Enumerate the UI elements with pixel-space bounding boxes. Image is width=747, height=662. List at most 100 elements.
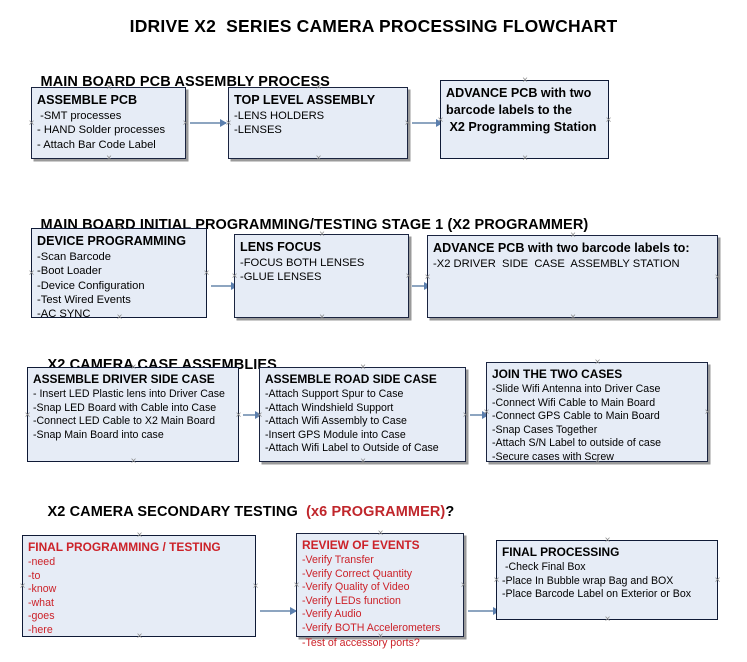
- connector-handle-left[interactable]: [255, 411, 264, 420]
- node-assemble-road-side-case[interactable]: ASSEMBLE ROAD SIDE CASE -Attach Support …: [259, 367, 466, 462]
- node-line: -Verify BOTH Accelerometers: [302, 621, 441, 634]
- connector-handle-left[interactable]: [27, 119, 36, 128]
- connector-handle-left[interactable]: [482, 408, 491, 417]
- connector-handle-bottom[interactable]: [115, 313, 124, 322]
- connector-handle-right[interactable]: [234, 411, 243, 420]
- node-line: -Scan Barcode: [37, 251, 112, 264]
- connector-handle-bottom[interactable]: [318, 313, 327, 322]
- node-review-of-events[interactable]: REVIEW OF EVENTS -Verify Transfer -Verif…: [296, 533, 464, 649]
- connector-handle-bottom[interactable]: [593, 457, 602, 466]
- connector-handle-bottom[interactable]: [376, 632, 385, 641]
- node-line: -Check Final Box: [502, 561, 586, 574]
- node-top-level-assembly[interactable]: TOP LEVEL ASSEMBLY -LENS HOLDERS -LENSES: [228, 87, 408, 159]
- node-overflow-line: -Test of accessory ports?: [302, 637, 420, 649]
- connector-handle-left[interactable]: [18, 582, 27, 591]
- node-line: -here: [28, 623, 53, 636]
- connector-handle-right[interactable]: [202, 269, 211, 278]
- node-line: -what: [28, 596, 54, 609]
- node-final-programming-testing[interactable]: FINAL PROGRAMMING / TESTING -need -to -k…: [22, 535, 256, 637]
- node-line: -Attach Support Spur to Case: [265, 388, 404, 401]
- node-assemble-pcb[interactable]: ASSEMBLE PCB -SMT processes - HAND Solde…: [31, 87, 186, 159]
- connector-handle-right[interactable]: [461, 411, 470, 420]
- node-title: REVIEW OF EVENTS: [302, 538, 420, 552]
- connector-handle-bottom[interactable]: [603, 615, 612, 624]
- connector-handle-bottom[interactable]: [314, 154, 323, 163]
- connector-handle-right[interactable]: [604, 116, 613, 125]
- connector-handle-top[interactable]: [359, 363, 368, 372]
- node-line: -goes: [28, 610, 55, 623]
- node-title: ADVANCE PCB with two: [446, 86, 592, 100]
- connector-handle-left[interactable]: [492, 576, 501, 585]
- connector-handle-left[interactable]: [423, 273, 432, 282]
- node-line: -know: [28, 583, 57, 596]
- connector-handle-top[interactable]: [314, 83, 323, 92]
- connector-handle-top[interactable]: [603, 536, 612, 545]
- node-line: - HAND Solder processes: [37, 124, 166, 137]
- node-final-processing[interactable]: FINAL PROCESSING -Check Final Box -Place…: [496, 540, 718, 620]
- node-line: -Test Wired Events: [37, 294, 131, 307]
- node-line: - Attach Bar Code Label: [37, 138, 156, 151]
- connector-handle-top[interactable]: [569, 231, 578, 240]
- section-heading-tail: ?: [445, 504, 455, 520]
- connector-lens-focus-to-advance-pcb-driver: [412, 285, 430, 287]
- connector-handle-right[interactable]: [181, 119, 190, 128]
- node-join-the-two-cases[interactable]: JOIN THE TWO CASES -Slide Wifi Antenna i…: [486, 362, 708, 463]
- connector-top-level-to-advance-pcb: [412, 122, 442, 124]
- connector-handle-top[interactable]: [521, 76, 530, 85]
- connector-handle-top[interactable]: [129, 363, 138, 372]
- connector-handle-left[interactable]: [23, 411, 32, 420]
- connector-handle-bottom[interactable]: [569, 313, 578, 322]
- connector-handle-left[interactable]: [436, 116, 445, 125]
- connector-handle-right[interactable]: [404, 272, 413, 281]
- connector-assemble-pcb-to-top-level: [190, 122, 226, 124]
- connector-handle-left[interactable]: [27, 269, 36, 278]
- connector-handle-top[interactable]: [318, 230, 327, 239]
- node-line: -Attach Wifi Assembly to Case: [265, 415, 407, 428]
- node-line: -Device Configuration: [37, 279, 145, 292]
- connector-handle-top[interactable]: [593, 358, 602, 367]
- section-heading-text: MAIN BOARD PCB ASSEMBLY PROCESS: [40, 74, 330, 90]
- node-advance-pcb-programming-station[interactable]: ADVANCE PCB with two barcode labels to t…: [440, 80, 609, 159]
- connector-handle-right[interactable]: [703, 408, 712, 417]
- connector-handle-bottom[interactable]: [359, 457, 368, 466]
- connector-handle-top[interactable]: [105, 83, 114, 92]
- node-line: -GLUE LENSES: [240, 271, 322, 284]
- connector-handle-top[interactable]: [115, 224, 124, 233]
- node-title: ADVANCE PCB with two barcode labels to:: [433, 241, 690, 255]
- node-assemble-driver-side-case[interactable]: ASSEMBLE DRIVER SIDE CASE - Insert LED P…: [27, 367, 239, 462]
- node-lens-focus[interactable]: LENS FOCUS -FOCUS BOTH LENSES -GLUE LENS…: [234, 234, 409, 318]
- connector-handle-bottom[interactable]: [129, 457, 138, 466]
- node-line: -to: [28, 569, 41, 582]
- connector-handle-right[interactable]: [251, 582, 260, 591]
- connector-handle-bottom[interactable]: [135, 632, 144, 641]
- connector-handle-left[interactable]: [292, 581, 301, 590]
- page-title: IDRIVE X2 SERIES CAMERA PROCESSING FLOWC…: [129, 16, 618, 36]
- connector-final-programming-to-review: [260, 610, 296, 612]
- node-title: ASSEMBLE PCB: [37, 93, 138, 107]
- node-title: FINAL PROGRAMMING / TESTING: [28, 540, 221, 554]
- connector-handle-top[interactable]: [376, 529, 385, 538]
- node-advance-pcb-driver-side[interactable]: ADVANCE PCB with two barcode labels to: …: [427, 235, 718, 318]
- node-line: -Verify Audio: [302, 608, 362, 621]
- node-line: -need: [28, 556, 56, 569]
- connector-handle-right[interactable]: [713, 273, 722, 282]
- node-line: X2 Programming Station: [446, 120, 597, 135]
- node-line: -Attach S/N Label to outside of case: [492, 437, 662, 450]
- connector-handle-left[interactable]: [224, 119, 233, 128]
- node-line: -Connect GPS Cable to Main Board: [492, 410, 660, 423]
- connector-handle-right[interactable]: [713, 576, 722, 585]
- node-device-programming[interactable]: DEVICE PROGRAMMING -Scan Barcode -Boot L…: [31, 228, 207, 320]
- node-line: - Insert LED Plastic lens into Driver Ca…: [33, 388, 225, 401]
- connector-handle-left[interactable]: [230, 272, 239, 281]
- node-line: -X2 DRIVER SIDE CASE ASSEMBLY STATION: [433, 258, 680, 271]
- node-line: -FOCUS BOTH LENSES: [240, 257, 365, 270]
- node-line: -Snap Cases Together: [492, 423, 598, 436]
- connector-handle-right[interactable]: [459, 581, 468, 590]
- connector-handle-bottom[interactable]: [521, 154, 530, 163]
- connector-handle-right[interactable]: [403, 119, 412, 128]
- node-title: LENS FOCUS: [240, 240, 322, 254]
- node-title: ASSEMBLE DRIVER SIDE CASE: [33, 372, 215, 386]
- connector-handle-top[interactable]: [135, 531, 144, 540]
- connector-handle-bottom[interactable]: [105, 154, 114, 163]
